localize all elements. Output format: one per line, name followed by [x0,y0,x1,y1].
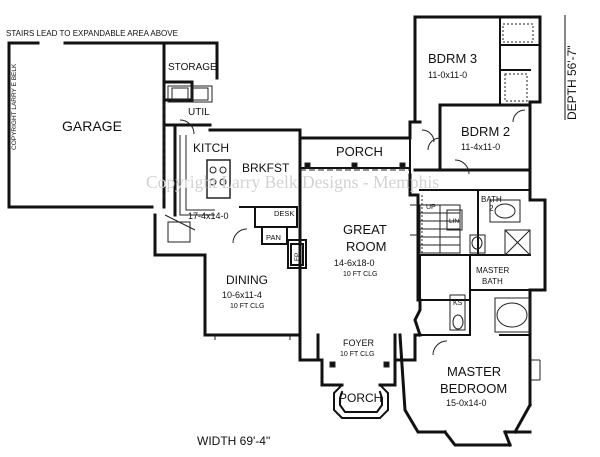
bdrm2-size: 11-4x11-0 [461,142,500,152]
room-breakfast: BRKFST [242,161,290,175]
desk-label: DESK [274,209,294,218]
room-storage: STORAGE [168,62,217,73]
room-master-bath-1: MASTER [476,266,510,275]
room-bdrm3: BDRM 3 [428,51,477,66]
fireplace-label: FP [294,253,301,261]
walls [7,15,547,447]
room-dining: DINING [226,273,268,287]
fixtures [163,23,541,381]
room-great-1: GREAT [343,222,387,237]
labels: STAIRS LEAD TO EXPANDABLE AREA ABOVE COP… [6,29,579,448]
ks-label: KS [453,300,463,307]
room-foyer: FOYER [343,338,375,348]
room-great-2: ROOM [346,239,386,254]
dimension-depth: DEPTH 56'-7" [565,45,579,120]
dimension-width: WIDTH 69'-4" [197,434,270,448]
room-master-bed-1: MASTER [447,364,501,379]
room-kitchen: KITCH [193,141,229,155]
room-bath2-2: 2 [489,204,494,213]
room-bdrm2: BDRM 2 [461,124,510,139]
room-porch-rear: PORCH [336,144,383,159]
kitchen-size: 17-4x14-0 [188,211,229,221]
copyright-vertical: COPYRIGHT LARRY E BELK [11,63,18,150]
dining-ceiling: 10 FT CLG [230,303,265,310]
room-porch-front: PORCH [339,391,382,405]
great-room-size: 14-6x18-0 [334,258,375,268]
great-room-ceiling: 10 FT CLG [343,271,378,278]
master-bed-size: 15-0x14-0 [446,398,487,408]
foyer-ceiling: 10 FT CLG [340,351,375,358]
bdrm3-size: 11-0x11-0 [428,70,467,80]
pantry-label: PAN [266,233,281,242]
stairs-up: UP [426,204,436,211]
dining-size: 10-6x11-4 [222,290,262,300]
room-master-bath-2: BATH [482,277,503,286]
room-master-bed-2: BEDROOM [440,381,507,396]
room-util: UTIL [188,107,210,118]
linen-label: LIN [449,218,459,225]
stairs-note: STAIRS LEAD TO EXPANDABLE AREA ABOVE [6,29,178,38]
room-garage: GARAGE [62,118,122,134]
watermark: Copyright Larry Belk Designs - Memphis [146,172,439,192]
room-bath2-1: BATH [481,195,502,204]
